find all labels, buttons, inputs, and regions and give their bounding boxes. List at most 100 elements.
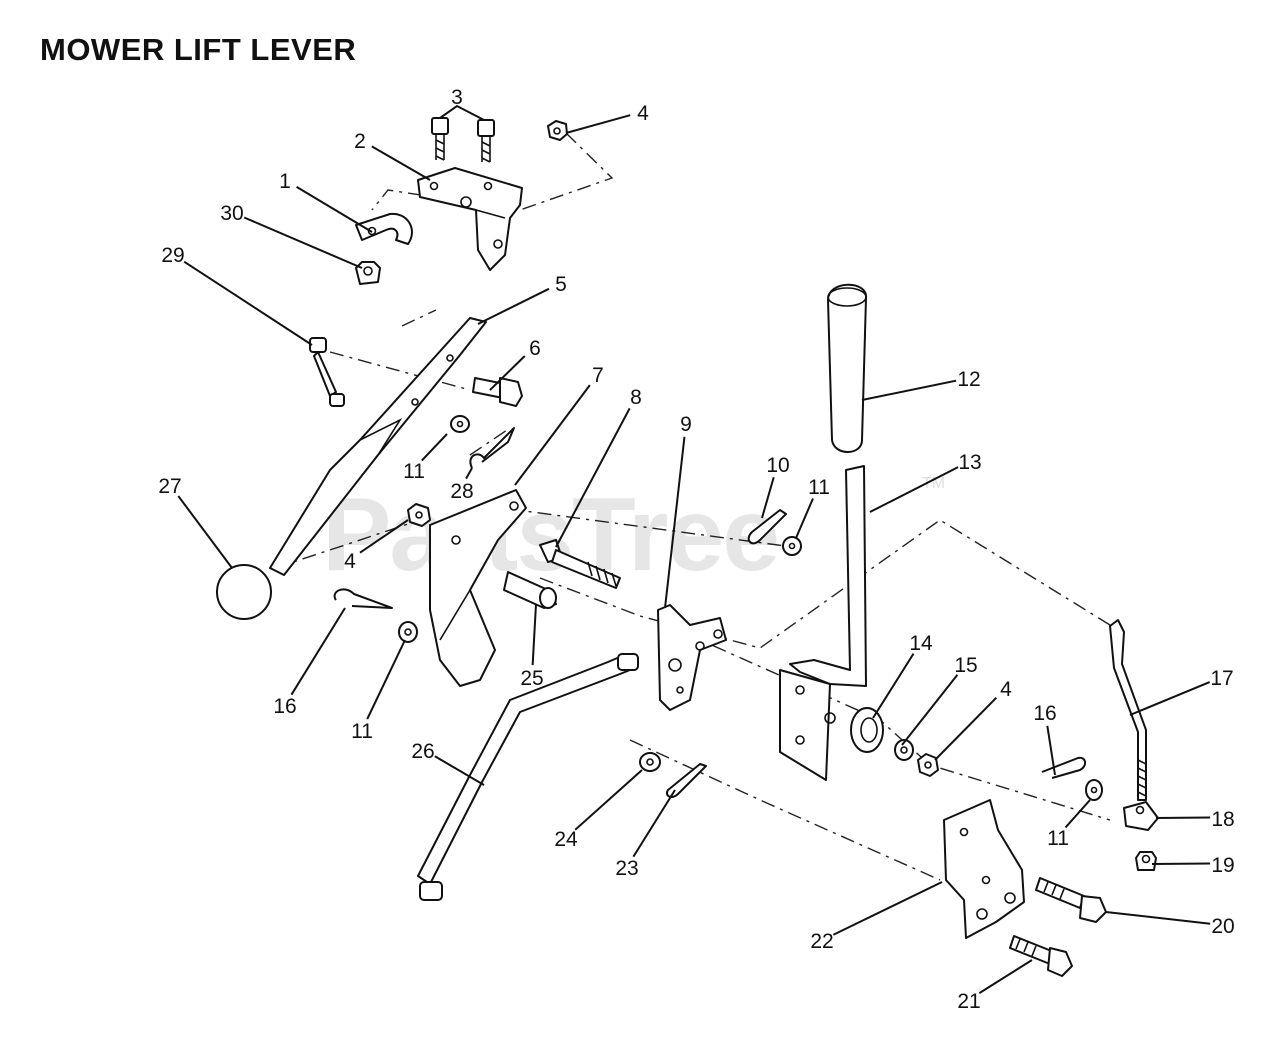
leader-line [978,959,1033,994]
callout-label-c29: 29 [161,244,184,267]
callout-label-c27: 27 [158,475,181,498]
leader-line [531,603,537,666]
callout-label-c28: 28 [450,480,473,503]
callout-label-c11b: 11 [403,460,425,483]
mounting-bracket [417,167,523,271]
lever-mount-bracket [943,799,1025,939]
callout-label-c10: 10 [766,454,789,477]
cotter-pin [666,763,707,798]
callout-label-c13: 13 [958,451,981,474]
cotter-pin [747,509,787,545]
leader-line [901,674,959,746]
flat-washer [894,739,914,761]
callout-label-c11d: 11 [1047,827,1069,850]
callout-label-c17: 17 [1210,667,1233,690]
pivot-plate [429,489,527,687]
callout-label-c14: 14 [909,632,933,655]
callout-label-c4c: 4 [1000,678,1012,701]
callout-label-c24: 24 [554,828,578,851]
leader-line [514,384,591,486]
lift-link [417,653,639,901]
leader-line [934,697,998,761]
callout-label-c26: 26 [411,740,434,763]
hex-nut [407,503,431,527]
callout-label-c5: 5 [555,273,567,296]
callout-label-c21: 21 [957,990,980,1013]
flat-washer [450,415,470,433]
leader-line [861,379,957,401]
hex-nut [1135,851,1157,871]
leader-line [869,466,959,513]
diagram-title: MOWER LIFT LEVER [40,32,357,67]
flat-washer [782,536,802,556]
leader-line [177,495,233,569]
callout-label-c6: 6 [529,337,541,360]
leader-line [477,287,550,325]
callout-label-c19: 19 [1211,854,1234,877]
leader-line [465,467,473,480]
leader-line [664,436,686,609]
callout-label-c15: 15 [954,654,977,677]
leader-line [565,114,631,134]
leader-line [555,407,631,548]
lever-bracket [657,604,727,711]
leader-line [1064,799,1091,829]
leader-line [243,216,363,269]
callout-label-c16a: 16 [273,695,296,718]
callout-label-c2: 2 [354,130,366,153]
leader-line [574,769,643,831]
leader-line [1046,725,1056,776]
callout-label-c1: 1 [279,170,291,193]
callout-label-c8: 8 [630,386,642,409]
lift-lever [779,465,867,781]
bushing [850,707,884,753]
leader-line [359,519,409,554]
callout-label-c20: 20 [1211,915,1234,938]
leader-line [761,477,775,519]
watermark-trademark: TM [922,475,945,492]
callout-label-c7: 7 [592,364,604,387]
adjustment-rod [1109,619,1147,801]
cotter-pin [469,427,515,469]
watermark-text: PartsTree [322,477,778,593]
leader-line [795,498,814,539]
callout-label-c25: 25 [520,667,543,690]
callout-layer: 1234302956789101111282741213161125261415… [158,86,1234,1013]
linkage-pin [309,337,345,407]
callout-label-c4a: 4 [637,102,649,125]
leader-line [421,433,448,462]
callout-label-c16b: 16 [1033,702,1056,725]
callout-label-c11c: 11 [351,720,373,743]
hair-pin-clip [1041,756,1086,779]
leader-line [290,607,346,696]
hex-bolt [1009,935,1073,977]
spacer-tube [503,571,557,609]
leader-line [366,639,406,720]
flat-washer [639,752,661,772]
lift-arm [269,317,487,576]
flat-washer [1085,779,1103,801]
leader-line [183,260,313,346]
leader-line [434,755,485,786]
leader-line [872,653,915,719]
leader-line [1155,816,1211,819]
lock-nut [355,261,381,285]
leader-line [632,789,676,858]
leader-line [1129,681,1211,716]
callout-label-c4b: 4 [344,550,356,573]
callout-label-c9: 9 [680,413,692,436]
callout-label-c3: 3 [451,86,463,109]
spring-clip [355,212,413,245]
leader-line [489,355,526,391]
leader-line [296,186,373,233]
callout-label-c30: 30 [220,202,243,225]
round-knob [216,564,272,620]
hex-nut [917,753,939,777]
leader-line [1105,911,1211,925]
leader-line [371,145,431,181]
hair-pin-clip [333,588,393,609]
trunnion-swivel [1123,801,1159,831]
flat-washer [398,621,418,643]
handle-grip [827,283,867,453]
